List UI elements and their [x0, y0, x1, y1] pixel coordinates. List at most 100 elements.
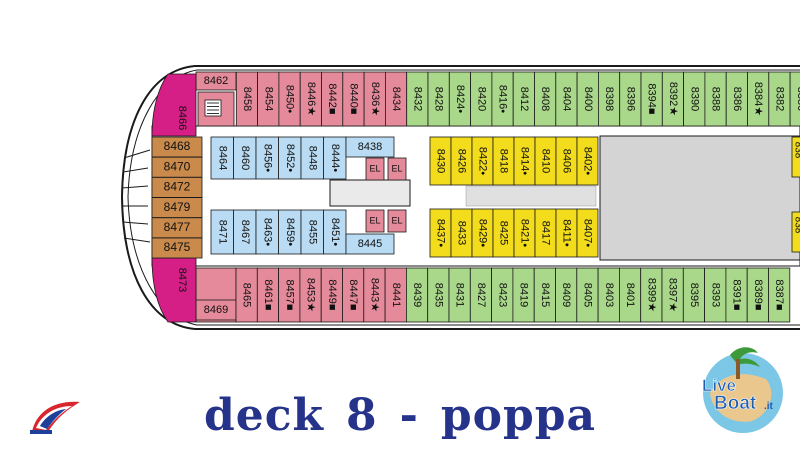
cabin-label-8449: 8449■ [326, 279, 338, 310]
elevator-label-1: EL [369, 163, 380, 173]
cabin-label-8475: 8475 [164, 240, 191, 254]
cabin-label-8406: 8406 [561, 149, 573, 173]
cabin-label-8441: 8441 [390, 283, 402, 307]
cabin-label-8477: 8477 [164, 220, 191, 234]
cabin-label-8472: 8472 [164, 180, 191, 194]
cabin-label-8395: 8395 [688, 283, 700, 307]
cabin-label-8407: 8407• [582, 219, 594, 247]
cabin-label-8390: 8390 [688, 87, 700, 111]
cabin-label-8411: 8411• [561, 219, 573, 247]
cabin-label-8446: 8446★ [305, 82, 317, 116]
cabin-label-8433: 8433 [456, 221, 468, 245]
cabin-label-8412: 8412 [518, 87, 530, 111]
cabin-label-8415: 8415 [539, 283, 551, 307]
cabin-label-8424: 8424• [454, 85, 466, 113]
cabin-label-8410: 8410 [540, 149, 552, 173]
cabin-label-8447: 8447■ [347, 279, 359, 310]
cabin-label-8392: 8392★ [667, 82, 679, 116]
cabin-label-8468: 8468 [164, 139, 191, 153]
cabin-label-8479: 8479 [164, 200, 191, 214]
cabin-8466 [151, 73, 197, 137]
palm-trunk [736, 359, 740, 379]
cabin-label-8409: 8409 [560, 283, 572, 307]
cabin-label-8469: 8469 [204, 304, 228, 316]
cabin-label-8394: 8394■ [646, 83, 658, 114]
cabin-label-8399: 8399★ [645, 278, 657, 312]
cabin-label-8445: 8445 [358, 238, 382, 250]
cabin-label-8438: 8438 [358, 141, 382, 153]
cabin-label-8434: 8434 [390, 87, 402, 111]
cabin-label-8403: 8403 [603, 283, 615, 307]
cabin-label-8460: 8460 [239, 146, 251, 170]
cabin-label-8420: 8420 [475, 87, 487, 111]
cabin-label-8384: 8384★ [752, 82, 764, 116]
cabin-label-8401: 8401 [624, 283, 636, 307]
deck-section: poppa [440, 390, 597, 441]
cabin-label-8451: 8451• [329, 218, 341, 246]
cabin-label-8393: 8393 [709, 283, 721, 307]
cabin-label-8458: 8458 [241, 87, 253, 111]
cabin-label-8421: 8421• [519, 219, 531, 247]
cabin-label-8400: 8400 [582, 87, 594, 111]
cabin-8402 [576, 136, 599, 186]
cabin-label-8426: 8426 [456, 149, 468, 173]
liveboat-logo: Live Boat .it [702, 347, 783, 433]
cabin-8380 [789, 71, 800, 127]
carnival-funnel-base [30, 430, 52, 434]
cabin-label-8380: 8380 [795, 87, 800, 111]
cabin-label-8418: 8418 [498, 149, 510, 173]
cabin-label-8429: 8429• [477, 219, 489, 247]
elevator-lobby [329, 179, 411, 207]
cabin-label-8425: 8425 [498, 221, 510, 245]
cabin-8407 [576, 208, 599, 258]
cabin-label-8456: 8456• [261, 144, 273, 172]
cabin-label-8432: 8432 [411, 87, 423, 111]
cabin-label-8388: 8388 [710, 87, 722, 111]
cabin-label-edge-top: 838 [792, 142, 800, 159]
cabin-label-8389: 8389■ [752, 279, 764, 310]
elevator-4 [387, 209, 407, 233]
service-core [599, 135, 800, 261]
elevator-label-3: EL [369, 215, 380, 225]
cabin-edge-bottom [791, 211, 800, 253]
cabin-label-8459: 8459• [284, 218, 296, 246]
cabin-label-8416: 8416• [497, 85, 509, 113]
cabin-label-8452: 8452• [284, 144, 296, 172]
cabin-8473 [151, 257, 197, 323]
cabin-label-8382: 8382 [774, 87, 786, 111]
cabin-label-8402: 8402• [582, 147, 594, 175]
cabin-label-8442: 8442■ [326, 83, 338, 114]
cabin-8445 [345, 233, 395, 255]
cabin-label-8461: 8461■ [262, 279, 274, 310]
cabin-label-8440: 8440■ [348, 83, 360, 114]
cabin-label-8386: 8386 [731, 87, 743, 111]
cabin-edge-top [791, 136, 800, 178]
cabin-label-8467: 8467 [239, 220, 251, 244]
cabin-label-8462: 8462 [204, 75, 228, 87]
cabin-8475 [151, 237, 203, 259]
cabin-label-8453: 8453★ [305, 278, 317, 312]
cabin-label-8473: 8473 [176, 268, 188, 292]
cabin-label-8444: 8444• [329, 144, 341, 172]
cabin-label-8435: 8435 [432, 283, 444, 307]
cabin-8451 [323, 209, 347, 255]
liveboat-text-live: Live [702, 376, 736, 395]
elevator-2 [387, 157, 407, 181]
elevator-1 [365, 157, 385, 181]
cabin-label-8404: 8404 [561, 87, 573, 111]
deck-number: 8 [346, 390, 378, 441]
cabin-label-8431: 8431 [454, 283, 466, 307]
cabin-label-8396: 8396 [624, 87, 636, 111]
cabin-label-8443: 8443★ [369, 278, 381, 312]
liveboat-text-suffix: .it [764, 401, 774, 412]
cabin-label-8391: 8391■ [731, 279, 743, 310]
deck-word: deck [203, 390, 324, 441]
cabin-label-8408: 8408 [539, 87, 551, 111]
cabin-label-8430: 8430 [435, 149, 447, 173]
cabin-label-8465: 8465 [241, 283, 253, 307]
elevator-label-4: EL [391, 215, 402, 225]
cabin-8438 [345, 136, 395, 158]
island-shape [710, 374, 772, 422]
